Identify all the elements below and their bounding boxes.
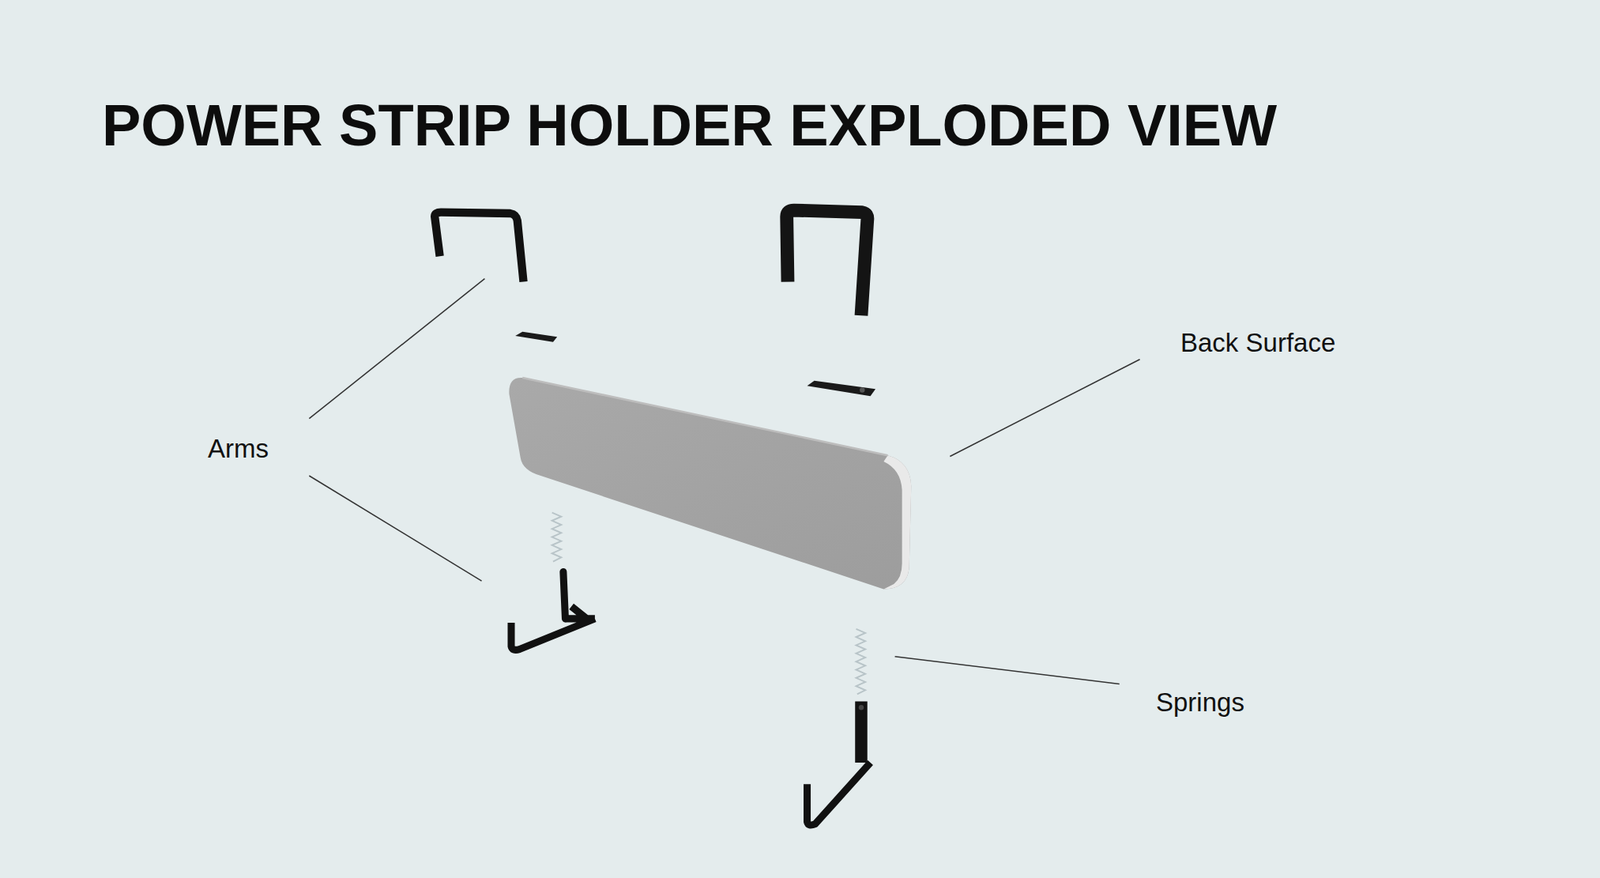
slider-plate (807, 380, 877, 396)
part-label: Springs (1155, 688, 1245, 716)
part-label: Back Surface (1180, 329, 1336, 356)
top-arm (434, 212, 524, 283)
back-surface-panel (508, 377, 912, 589)
spring (552, 512, 562, 562)
bottom-arm (563, 571, 566, 618)
leader-lines (308, 278, 1140, 685)
bottom-arm (807, 762, 871, 825)
part-label: Arms (207, 435, 269, 462)
top-arm (786, 210, 868, 316)
bottom-arm (511, 606, 595, 650)
spring (856, 628, 866, 695)
slider-plate (515, 331, 558, 343)
diagram-title: POWER STRIP HOLDER EXPLODED VIEW (101, 96, 1277, 155)
bottom-arm (854, 701, 867, 764)
